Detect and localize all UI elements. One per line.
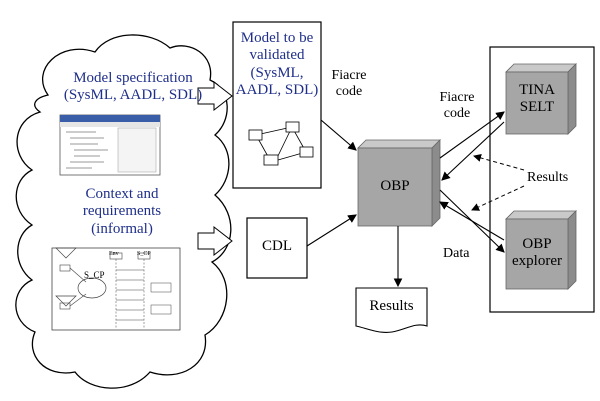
model-line2: validated [249,47,305,64]
seq-label-env: Env [109,251,119,257]
model-spec-line2: (SysML, AADL, SDL) [63,87,203,104]
dashed-results-up [473,154,525,171]
results-document [355,287,428,333]
explorer-line1: OBP [522,236,552,252]
results-doc-label: Results [369,298,414,314]
explorer-label: OBP explorer [506,236,568,271]
model-box-text: Model to be validated (SysML, AADL, SDL) [233,30,321,99]
explorer-line2: explorer [512,253,562,270]
explorer-cube [505,210,577,290]
arrow-explorer-to-obp [439,201,505,241]
fiacre2-line2: code [443,106,471,122]
context-line3: (informal) [91,220,153,237]
model-line3: (SysML, [250,64,304,81]
model-line1: Model to be [240,30,314,46]
context-line2: requirements [82,203,162,220]
fiacre-label-1: Fiacre code [324,68,374,100]
arrow-model-to-obp [320,119,357,151]
fiacre2-line1: Fiacre [439,90,475,105]
arrow-obp-to-tina [439,111,505,159]
fiacre1-line2: code [335,84,363,100]
arrow-context-to-cdl [197,225,233,257]
sequence-thumbnail [51,247,181,331]
context-text: Context and requirements (informal) [48,186,196,238]
obp-label: OBP [380,178,410,194]
seq-label-scp: S_CP [84,270,105,280]
model-line4: AADL, SDL) [235,81,319,98]
results-feedback-label: Results [527,170,569,185]
arrow-tina-to-obp [441,121,505,181]
context-line1: Context and [85,186,159,202]
tina-line2: SELT [519,99,555,116]
tina-cube [505,63,577,135]
model-spec-line1: Model specification [73,70,193,86]
dashed-results-down [471,185,525,211]
data-label: Data [443,246,470,261]
obp-cube [357,139,441,227]
cdl-label: CDL [262,238,292,254]
tina-label: TINA SELT [506,82,568,117]
model-spec-thumbnail [59,114,161,176]
model-graph-icon [248,121,314,166]
tina-line1: TINA [519,82,555,98]
cdl-box [246,217,308,279]
arrow-spec-to-model [197,80,233,112]
fiacre1-line1: Fiacre [331,68,367,83]
seq-label-scp2: S_CP [137,251,151,257]
fiacre-label-2: Fiacre code [432,90,482,122]
arrow-cdl-to-obp [306,214,357,247]
model-spec-text: Model specification (SysML, AADL, SDL) [48,70,218,105]
